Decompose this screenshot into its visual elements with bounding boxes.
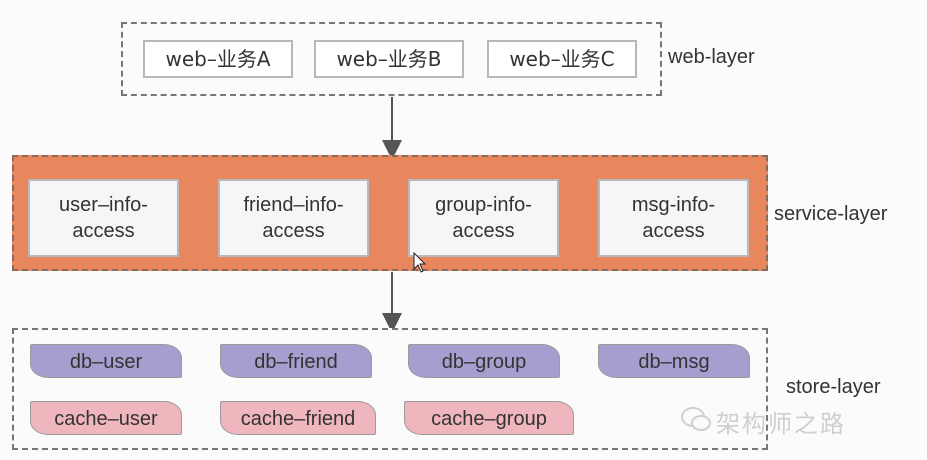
friend-info-access-node: friend–info- access <box>218 179 369 257</box>
node-line1: msg-info- <box>631 194 716 216</box>
node-line2: access <box>642 220 705 242</box>
web-node-b: web–业务B <box>314 40 464 78</box>
msg-info-access-node: msg-info- access <box>598 179 749 257</box>
web-node-a: web–业务A <box>143 40 293 78</box>
node-line1: group-info- <box>435 194 532 216</box>
node-line2: access <box>262 220 325 242</box>
user-info-access-node: user–info- access <box>28 179 179 257</box>
node-line2: access <box>452 220 515 242</box>
cache-group-node: cache–group <box>404 401 574 435</box>
wechat-logo-icon <box>681 407 711 431</box>
db-user-node: db–user <box>30 344 182 378</box>
db-msg-node: db–msg <box>598 344 750 378</box>
db-friend-node: db–friend <box>220 344 372 378</box>
web-layer-label: web-layer <box>668 46 755 68</box>
store-layer-label: store-layer <box>786 376 881 398</box>
cache-user-node: cache–user <box>30 401 182 435</box>
node-line1: user–info- <box>59 194 148 216</box>
watermark-text: 架构师之路 <box>716 410 846 438</box>
service-layer-label: service-layer <box>774 203 888 225</box>
group-info-access-node: group-info- access <box>408 179 559 257</box>
mouse-cursor-icon <box>413 252 427 273</box>
node-line2: access <box>72 220 135 242</box>
node-line1: friend–info- <box>243 194 344 216</box>
web-node-c: web–业务C <box>487 40 637 78</box>
db-group-node: db–group <box>408 344 560 378</box>
cache-friend-node: cache–friend <box>220 401 376 435</box>
